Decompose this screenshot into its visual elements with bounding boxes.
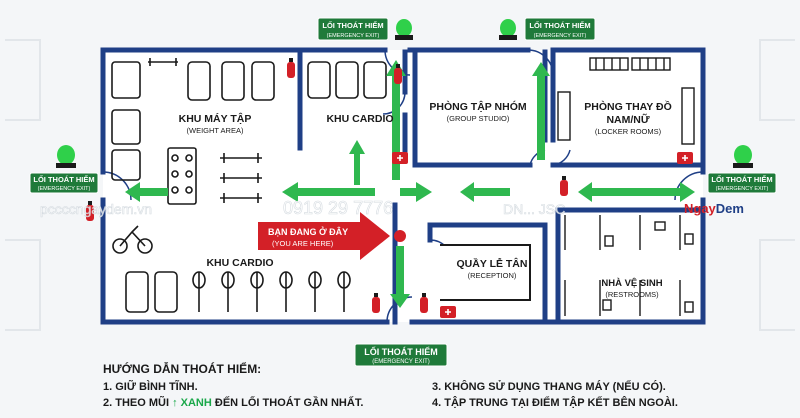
green-light-icon [395, 19, 413, 40]
watermark-phone: 0919 29 7776 [283, 198, 393, 218]
svg-text:LỐI THOÁT HIỂM: LỐI THOÁT HIỂM [322, 20, 383, 30]
arrow-left-to-west-exit [125, 182, 168, 202]
svg-text:(EMERGENCY EXIT): (EMERGENCY EXIT) [327, 33, 380, 39]
svg-text:LỐI THOÁT HIỂM: LỐI THOÁT HIỂM [364, 346, 438, 357]
svg-text:(EMERGENCY EXIT): (EMERGENCY EXIT) [534, 33, 587, 39]
cardio-top-equipment [307, 61, 387, 99]
logo-part2: Dem [716, 201, 744, 216]
brand-logo: NgayDem [684, 201, 744, 216]
exit-sign-northeast: LỐI THOÁT HIỂM (EMERGENCY EXIT) [499, 17, 596, 41]
locker-title: PHÒNG THAY ĐỒ [584, 100, 672, 113]
cardio-top-title: KHU CARDIO [326, 113, 393, 125]
weight-area-subtitle: (WEIGHT AREA) [187, 126, 244, 135]
arrow-up-north-exit [386, 60, 406, 180]
first-aid-icon [440, 306, 456, 318]
weight-area-title: KHU MÁY TẬP [179, 112, 252, 125]
svg-text:(EMERGENCY EXIT): (EMERGENCY EXIT) [372, 359, 430, 365]
arrow-down-south-exit [390, 246, 410, 308]
fire-extinguisher-icon [86, 201, 94, 221]
weight-equipment [111, 58, 275, 205]
guide-step-2-a: 2. THEO MŨI [103, 397, 170, 409]
locker-title-2: NAM/NỮ [606, 113, 649, 126]
studio-mats [557, 57, 695, 145]
svg-text:LỐI THOÁT HIỂM: LỐI THOÁT HIỂM [711, 174, 772, 184]
svg-text:NgayDem: NgayDem [684, 201, 744, 216]
guide-step-3: 3. KHÔNG SỬ DỤNG THANG MÁY (NẾU CÓ). [432, 381, 666, 393]
arrow-right-east-exit [590, 182, 695, 202]
watermark-site: pccccngaydem.vn [40, 201, 152, 217]
locker-subtitle: (LOCKER ROOMS) [595, 127, 662, 136]
fire-extinguisher-icon [372, 293, 380, 313]
watermark-company: DN... JSC [503, 201, 565, 217]
group-studio-title: PHÒNG TẬP NHÓM [429, 100, 526, 113]
evacuation-arrows [125, 60, 695, 308]
green-light-icon [56, 145, 76, 168]
guide-step-1: 1. GIỮ BÌNH TĨNH. [103, 381, 198, 393]
cardio-bottom-title: KHU CARDIO [206, 257, 273, 269]
green-light-icon [499, 19, 517, 40]
fire-extinguisher-icon [394, 64, 402, 84]
guide-step-2: 2. THEO MŨI ↑ XANH ĐẾN LỐI THOÁT GẦN NHẤ… [103, 397, 363, 409]
green-light-icon [733, 145, 753, 168]
logo-part1: Ngay [684, 201, 717, 216]
exit-sign-east: LỐI THOÁT HIỂM (EMERGENCY EXIT) [707, 145, 777, 194]
exit-sign-west: LỐI THOÁT HIỂM (EMERGENCY EXIT) [29, 145, 99, 194]
guide-step-4: 4. TẬP TRUNG TẠI ĐIỂM TẬP KẾT BÊN NGOÀI. [432, 397, 678, 409]
you-are-here-line1: BẠN ĐANG Ở ĐÂY [268, 226, 348, 237]
first-aid-icon [677, 152, 693, 164]
restrooms-subtitle: (RESTROOMS) [605, 290, 659, 299]
background-sketch [5, 39, 795, 331]
group-studio-subtitle: (GROUP STUDIO) [447, 114, 510, 123]
svg-text:LỐI THOÁT HIỂM: LỐI THOÁT HIỂM [529, 20, 590, 30]
you-are-here-marker: BẠN ĐANG Ở ĐÂY (YOU ARE HERE) [258, 212, 406, 260]
walls [100, 47, 706, 325]
reception-subtitle: (RECEPTION) [468, 271, 517, 280]
guide-step-2-c: ĐẾN LỐI THOÁT GẦN NHẤT. [214, 397, 364, 409]
restroom-stalls [564, 215, 694, 316]
fire-extinguisher-icon [287, 58, 295, 78]
arrow-up-northeast-exit [532, 62, 550, 160]
svg-text:LỐI THOÁT HIỂM: LỐI THOÁT HIỂM [33, 174, 94, 184]
reception-title: QUẦY LỄ TÂN [457, 257, 528, 270]
fire-extinguisher-icon [560, 176, 568, 196]
you-are-here-line2: (YOU ARE HERE) [272, 239, 334, 248]
arrow-up-cardio [349, 140, 365, 185]
svg-text:(EMERGENCY EXIT): (EMERGENCY EXIT) [716, 186, 769, 192]
exit-sign-south: LỐI THOÁT HIỂM (EMERGENCY EXIT) [354, 343, 448, 367]
safety-equipment [86, 58, 693, 318]
reception-counter [440, 244, 531, 301]
exit-sign-north: LỐI THOÁT HIỂM (EMERGENCY EXIT) [317, 17, 413, 41]
arrow-left-mid [460, 182, 510, 202]
room-labels: KHU MÁY TẬP (WEIGHT AREA) KHU CARDIO PHÒ… [179, 100, 672, 299]
restrooms-title: NHÀ VỆ SINH [601, 277, 662, 289]
svg-text:(EMERGENCY EXIT): (EMERGENCY EXIT) [38, 186, 91, 192]
watermarks: pccccngaydem.vn 0919 29 7776 DN... JSC [40, 198, 566, 219]
green-arrow-up-icon: ↑ [172, 397, 178, 409]
guide-step-2-green: XANH [180, 397, 212, 409]
arrow-left-center [282, 182, 375, 202]
first-aid-icon [392, 152, 408, 164]
fire-extinguisher-icon [420, 293, 428, 313]
arrow-right-center [400, 182, 432, 202]
guide-title: HƯỚNG DẪN THOÁT HIỂM: [103, 362, 262, 376]
cardio-bottom-equipment [112, 225, 351, 313]
